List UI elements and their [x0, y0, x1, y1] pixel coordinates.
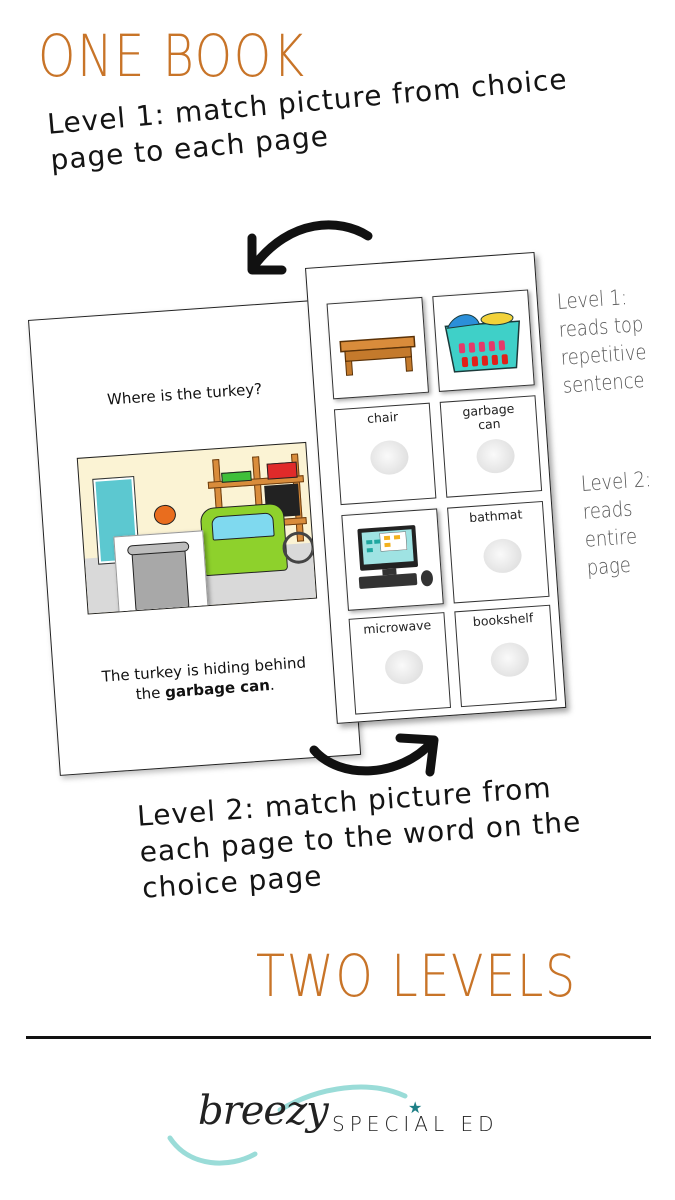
curved-arrow-left-icon [247, 220, 373, 275]
green-box-icon [221, 470, 252, 483]
coffee-table-icon [339, 335, 416, 376]
garbage-can-picture-card[interactable] [113, 530, 210, 615]
card-computer[interactable] [341, 508, 444, 611]
velcro-dot-icon [383, 648, 425, 686]
card-laundry-basket[interactable] [432, 289, 535, 392]
card-label: garbage can [461, 400, 515, 433]
turkey-icon [153, 504, 177, 526]
card-chair[interactable]: chair [333, 402, 437, 506]
velcro-dot-icon [369, 439, 410, 476]
card-label: microwave [362, 617, 432, 637]
level2-side-note: Level 2: reads entire page [580, 467, 652, 580]
divider-line [26, 1036, 651, 1039]
card-label: chair [366, 408, 399, 427]
level1-side-note: Level 1: reads top repetitive sentence [556, 285, 648, 398]
answer-text: The turkey is hiding behind the garbage … [101, 653, 307, 704]
logo-script-text: breezy [198, 1088, 329, 1134]
computer-icon [357, 525, 433, 589]
star-icon: ★ [408, 1098, 423, 1117]
book-left-page: Where is the turkey? The turkey is hidin… [28, 298, 362, 776]
car-icon [199, 502, 289, 577]
card-garbage-can[interactable]: garbage can [439, 395, 543, 498]
toolbox-icon [266, 461, 298, 480]
level2-instruction: Level 2: match picture from each page to… [136, 771, 583, 905]
card-coffee-table[interactable] [326, 296, 429, 400]
velcro-dot-icon [475, 437, 516, 475]
card-bathmat[interactable]: bathmat [447, 500, 550, 604]
card-label: bookshelf [472, 609, 534, 630]
velcro-dot-icon [489, 641, 530, 678]
question-text: Where is the turkey? [106, 379, 263, 409]
page-title: ONE BOOK [38, 22, 306, 90]
logo-swoosh-icon [167, 1084, 408, 1166]
curved-arrow-right-icon [309, 733, 439, 777]
footer-title: TWO LEVELS [256, 942, 577, 1010]
card-microwave[interactable]: microwave [348, 612, 452, 715]
velcro-dot-icon [482, 537, 523, 575]
logo-caps-text: SPECIAL ED [332, 1112, 499, 1136]
card-bookshelf[interactable]: bookshelf [454, 604, 557, 708]
book-choice-page: chair garbage can bathmat microwave book… [305, 251, 567, 724]
brand-logo: ★ breezy SPECIAL ED [160, 1068, 520, 1178]
garage-scene-image [76, 441, 318, 615]
laundry-basket-icon [444, 312, 521, 373]
card-label: bathmat [468, 506, 523, 526]
garbage-can-icon [131, 546, 190, 615]
